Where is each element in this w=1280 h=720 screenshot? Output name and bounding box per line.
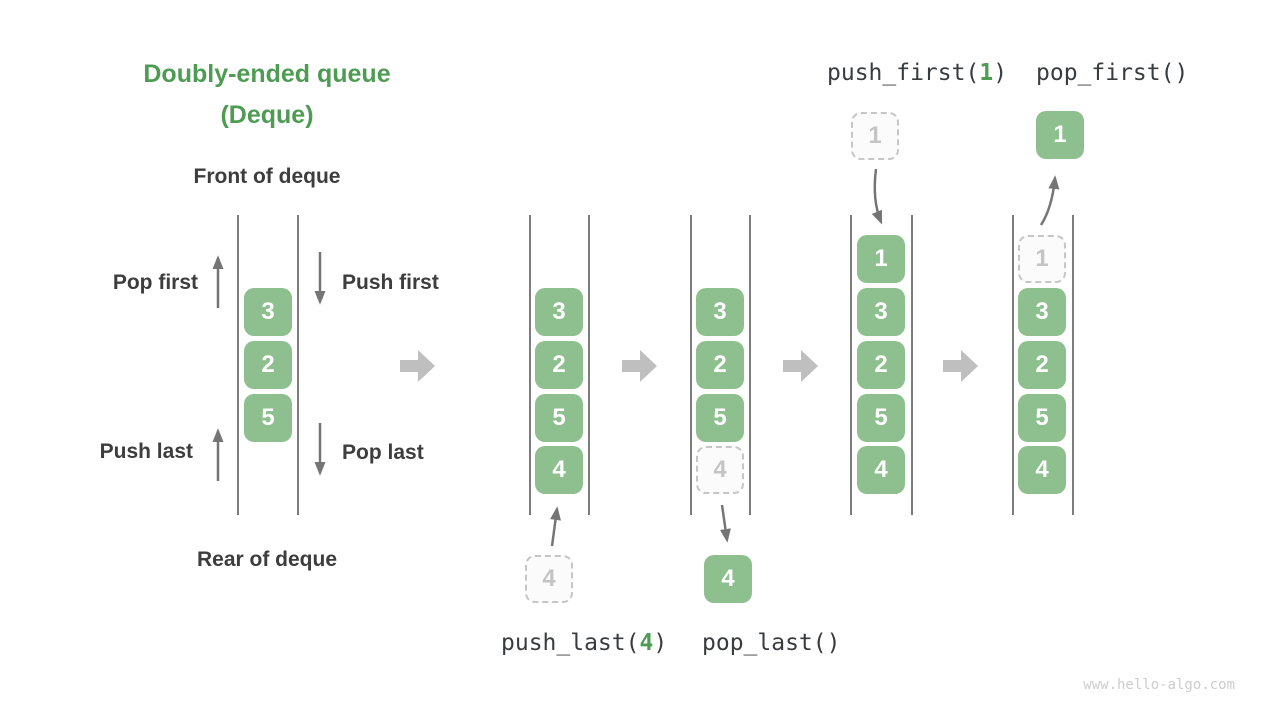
deque-wall-left — [237, 215, 239, 515]
outgoing-item: 4 — [704, 555, 752, 603]
transition-arrow-icon — [400, 350, 435, 382]
transition-arrow-icon — [943, 350, 978, 382]
stage1-wall-right — [588, 215, 590, 515]
deque-item: 2 — [857, 341, 905, 389]
stage2-wall-left — [690, 215, 692, 515]
removed-item-ghost: 4 — [696, 446, 744, 494]
incoming-item-ghost: 1 — [851, 112, 899, 160]
outgoing-item: 1 — [1036, 111, 1084, 159]
op-text: pop_first( — [1036, 60, 1175, 86]
deque-item: 3 — [1018, 288, 1066, 336]
op-pop-last-label: pop_last() — [702, 630, 840, 656]
removed-item-ghost: 1 — [1018, 235, 1066, 283]
op-text: ) — [1174, 60, 1189, 86]
deque-item: 5 — [1018, 394, 1066, 442]
deque-item: 2 — [535, 341, 583, 389]
deque-item: 1 — [857, 235, 905, 283]
deque-item: 3 — [857, 288, 905, 336]
deque-wall-right — [297, 215, 299, 515]
deque-item: 4 — [1018, 446, 1066, 494]
stage1-wall-left — [529, 215, 531, 515]
page-title: Doubly-ended queue — [143, 60, 391, 88]
op-push-last-label: push_last(4) — [501, 630, 667, 656]
rear-of-deque-label: Rear of deque — [196, 548, 338, 571]
pop-last-item-arrow-icon — [719, 504, 731, 543]
push-first-label: Push first — [342, 271, 439, 294]
pop-first-item-arrow-icon — [1039, 175, 1060, 226]
stage4-wall-right — [1072, 215, 1074, 515]
op-push-first-label: push_first(1) — [827, 60, 1007, 86]
deque-item: 3 — [244, 288, 292, 336]
pop-last-label: Pop last — [342, 441, 424, 464]
deque-item: 5 — [696, 394, 744, 442]
op-text: ) — [826, 630, 841, 656]
front-of-deque-label: Front of deque — [193, 165, 341, 188]
push-last-label: Push last — [99, 440, 193, 463]
watermark: www.hello-algo.com — [1083, 677, 1235, 693]
transition-arrow-icon — [622, 350, 657, 382]
deque-item: 5 — [535, 394, 583, 442]
deque-item: 5 — [244, 394, 292, 442]
deque-item: 3 — [535, 288, 583, 336]
pop-first-label: Pop first — [112, 271, 198, 294]
op-text: ) — [653, 630, 668, 656]
deque-item: 2 — [1018, 341, 1066, 389]
op-arg: 4 — [639, 630, 654, 656]
deque-item: 4 — [857, 446, 905, 494]
push-first-item-arrow-icon — [871, 168, 883, 225]
deque-item: 2 — [696, 341, 744, 389]
deque-item: 3 — [696, 288, 744, 336]
stage3-wall-left — [850, 215, 852, 515]
push-last-item-arrow-icon — [550, 506, 561, 547]
op-pop-first-label: pop_first() — [1036, 60, 1188, 86]
op-text: pop_last( — [702, 630, 827, 656]
op-text: ) — [993, 60, 1008, 86]
stage3-wall-right — [911, 215, 913, 515]
stage2-wall-right — [749, 215, 751, 515]
transition-arrow-icon — [783, 350, 818, 382]
deque-item: 5 — [857, 394, 905, 442]
page-title-subtitle: (Deque) — [220, 101, 314, 129]
incoming-item-ghost: 4 — [525, 555, 573, 603]
deque-item: 4 — [535, 446, 583, 494]
stage4-wall-left — [1012, 215, 1014, 515]
deque-item: 2 — [244, 341, 292, 389]
op-arg: 1 — [979, 60, 994, 86]
op-text: push_first( — [827, 60, 980, 86]
op-text: push_last( — [501, 630, 640, 656]
